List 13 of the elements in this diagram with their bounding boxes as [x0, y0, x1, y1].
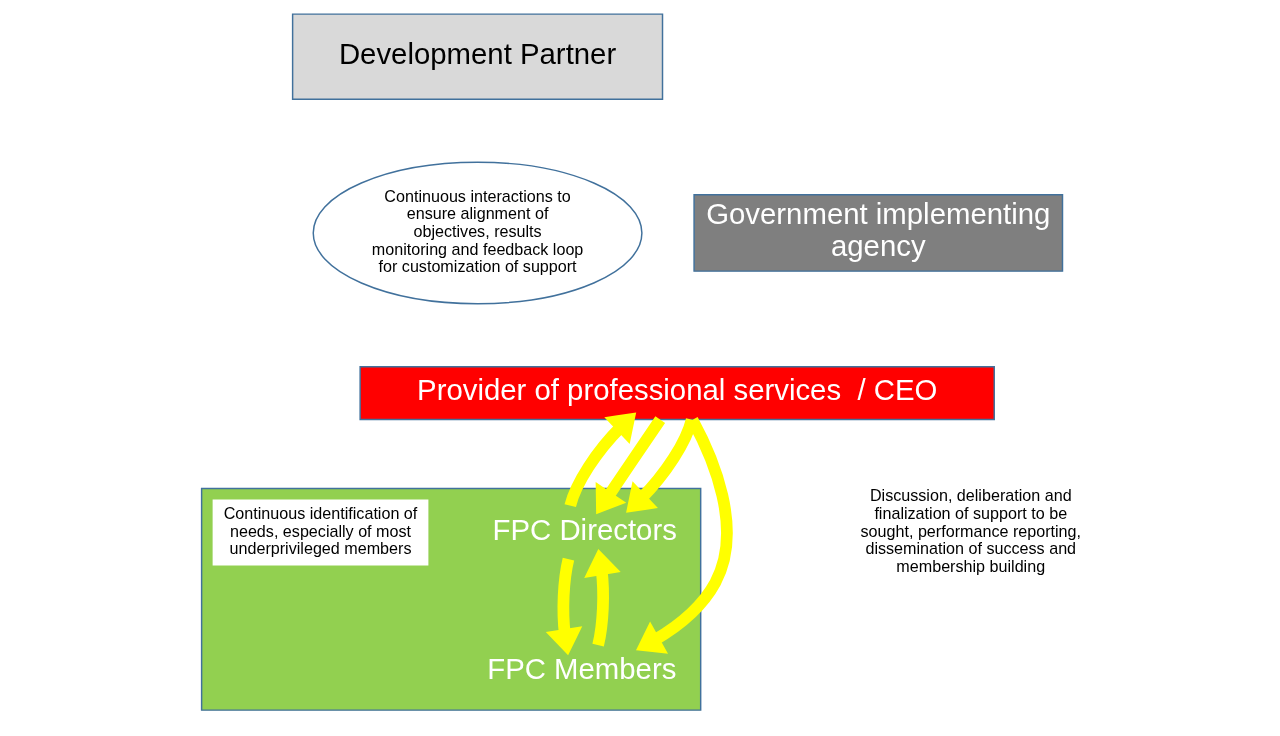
node-text: FPC Members [486, 652, 676, 686]
node-box: Provider of professional services / CEO [358, 365, 995, 421]
node-text: FPC Directors [492, 512, 677, 546]
cluster [200, 487, 701, 711]
node-box: Government implementing agency [692, 194, 1063, 272]
arrow [564, 412, 636, 508]
node-box: Continuous identification of needs, especially of most underprivileged members [212, 499, 428, 566]
arrow [583, 548, 621, 647]
node-ellipse: Continuous interactions to ensure alignment of objectives, results monitoring and feedback loop for customization of support [312, 161, 643, 305]
arrow [545, 557, 582, 656]
node-text: Discussion, deliberation and finalization of support to be sought, performance reporting, dissemination of success and membership building [860, 486, 1081, 575]
arrow [635, 417, 733, 654]
node-box: Development Partner [291, 13, 663, 100]
